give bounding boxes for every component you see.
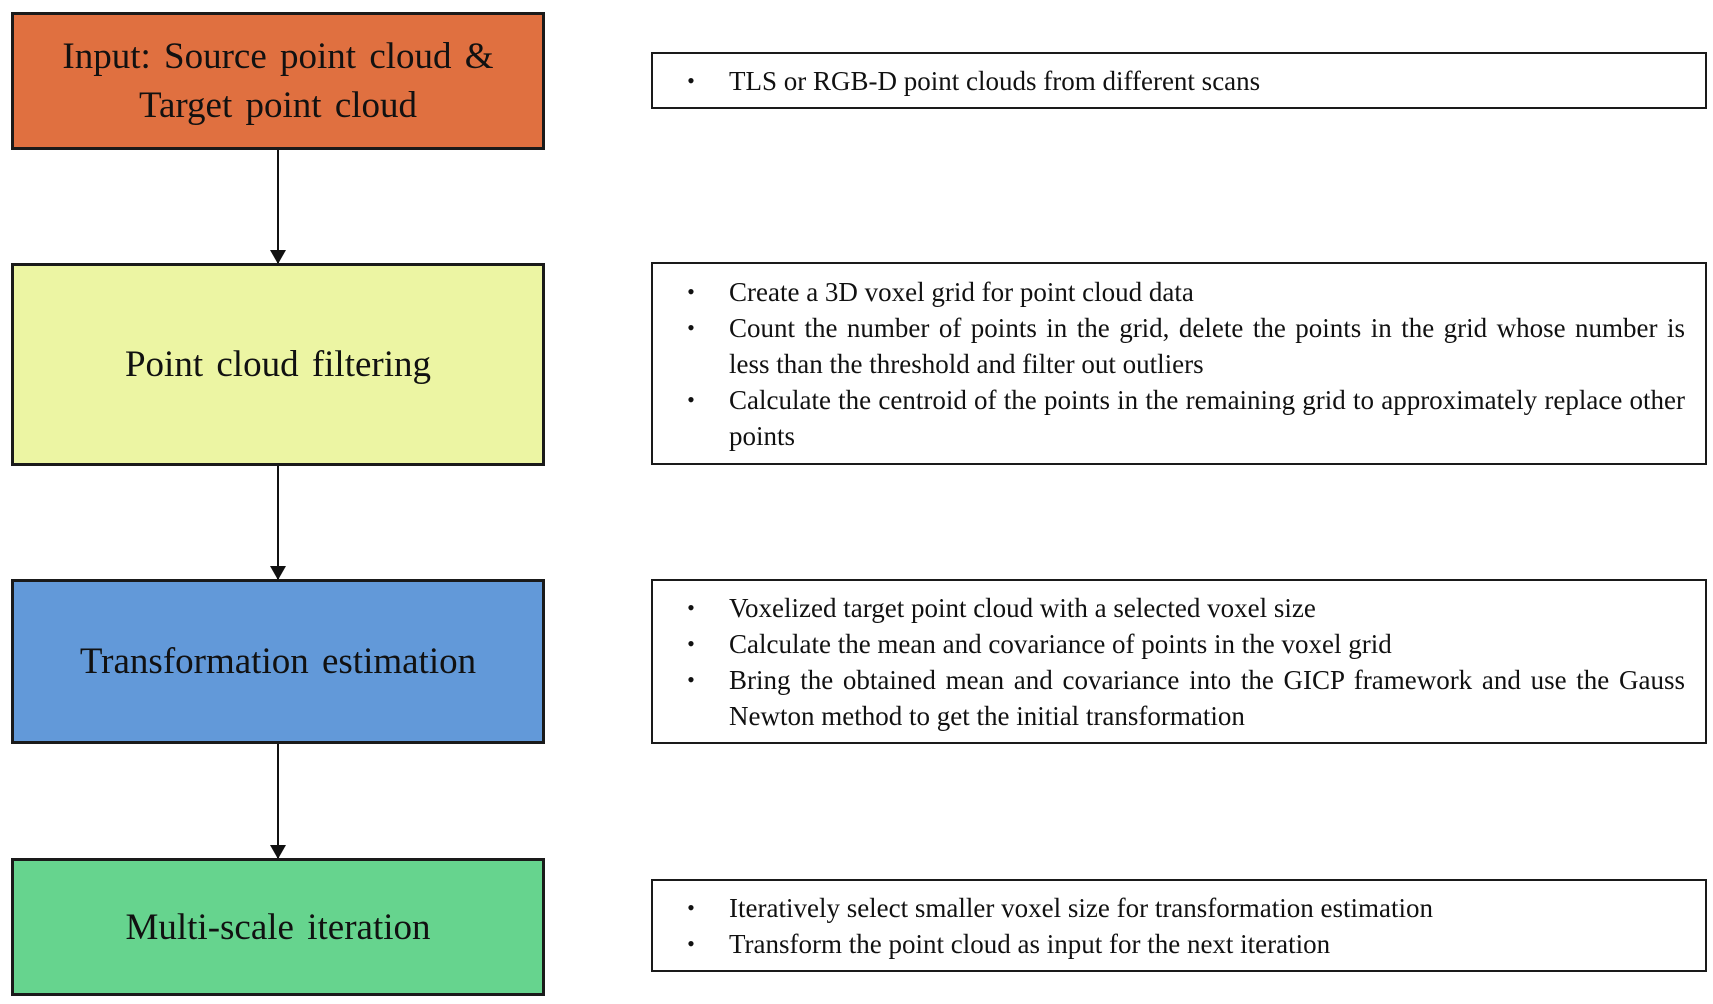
- note-bullet: • TLS or RGB-D point clouds from differe…: [653, 63, 1685, 99]
- note-box-filtering: • Create a 3D voxel grid for point cloud…: [651, 262, 1707, 465]
- note-bullet: • Create a 3D voxel grid for point cloud…: [653, 274, 1685, 310]
- stage-label-input: Input: Source point cloud & Target point…: [62, 36, 494, 126]
- note-bullet: • Calculate the mean and covariance of p…: [653, 626, 1685, 662]
- bullet-dot-icon: •: [687, 594, 695, 620]
- note-box-iteration: • Iteratively select smaller voxel size …: [651, 879, 1707, 972]
- note-bullet: • Iteratively select smaller voxel size …: [653, 890, 1685, 926]
- bullet-dot-icon: •: [687, 930, 695, 956]
- note-box-input: • TLS or RGB-D point clouds from differe…: [651, 52, 1707, 109]
- note-bullet-text: Iteratively select smaller voxel size fo…: [729, 892, 1434, 923]
- flow-arrow-filtering-to-estimation: [270, 466, 286, 580]
- stage-label-iteration: Multi-scale iteration: [125, 906, 431, 948]
- stage-box-estimation: Transformation estimation: [11, 579, 545, 744]
- bullet-dot-icon: •: [687, 666, 695, 692]
- stage-box-input: Input: Source point cloud & Target point…: [11, 12, 545, 150]
- note-bullet-text: Create a 3D voxel grid for point cloud d…: [729, 276, 1194, 307]
- flow-arrow-input-to-filtering: [270, 150, 286, 264]
- note-bullet-text: Calculate the mean and covariance of poi…: [729, 628, 1392, 659]
- stage-box-filtering: Point cloud filtering: [11, 263, 545, 466]
- note-bullet-text: TLS or RGB-D point clouds from different…: [729, 65, 1261, 96]
- stage-box-iteration: Multi-scale iteration: [11, 858, 545, 996]
- bullet-dot-icon: •: [687, 386, 695, 412]
- note-bullet: • Count the number of points in the grid…: [653, 310, 1685, 382]
- note-bullet-text: Voxelized target point cloud with a sele…: [729, 592, 1316, 623]
- note-bullet: • Voxelized target point cloud with a se…: [653, 590, 1685, 626]
- note-bullet-text: Bring the obtained mean and covariance i…: [729, 664, 1685, 731]
- note-bullet-text: Calculate the centroid of the points in …: [729, 384, 1685, 451]
- note-bullet: • Calculate the centroid of the points i…: [653, 382, 1685, 454]
- bullet-dot-icon: •: [687, 278, 695, 304]
- stage-label-estimation: Transformation estimation: [79, 641, 477, 682]
- bullet-dot-icon: •: [687, 67, 695, 93]
- note-bullet: • Bring the obtained mean and covariance…: [653, 662, 1685, 734]
- bullet-dot-icon: •: [687, 314, 695, 340]
- bullet-dot-icon: •: [687, 894, 695, 920]
- note-bullet-text: Count the number of points in the grid, …: [729, 312, 1685, 379]
- note-bullet: • Transform the point cloud as input for…: [653, 926, 1685, 962]
- flow-arrow-estimation-to-iteration: [270, 744, 286, 859]
- note-box-estimation: • Voxelized target point cloud with a se…: [651, 579, 1707, 744]
- note-bullet-text: Transform the point cloud as input for t…: [729, 928, 1331, 959]
- bullet-dot-icon: •: [687, 630, 695, 656]
- stage-label-filtering: Point cloud filtering: [124, 344, 432, 385]
